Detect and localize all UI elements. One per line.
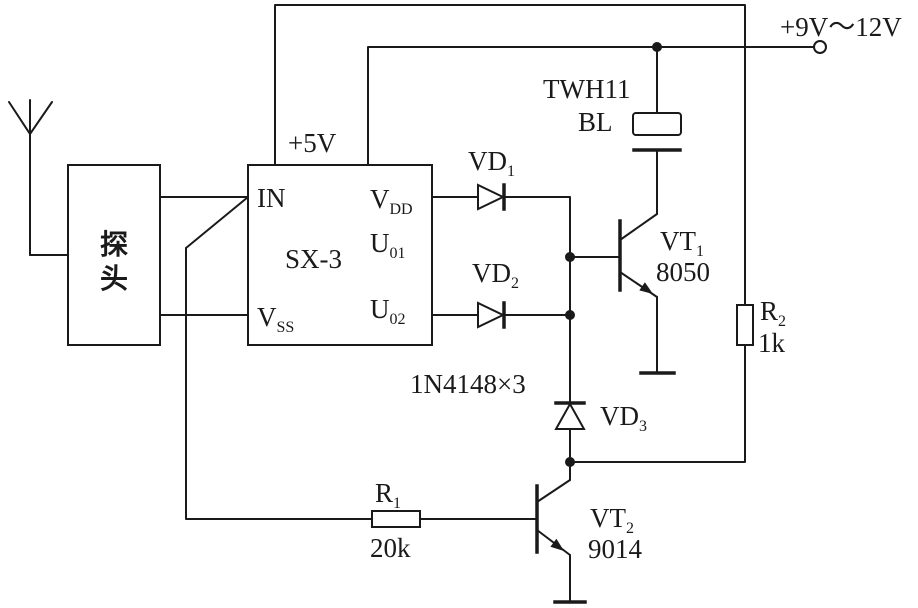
r2-ref-sub: 2: [778, 313, 786, 330]
antenna-left-arm: [8, 101, 31, 135]
transistor-vt2: [535, 461, 587, 604]
pin-vss-main: V: [257, 302, 277, 332]
wire-in-diagonal: [185, 196, 249, 249]
pin-u02-main: U: [370, 294, 390, 324]
pin-vdd-label: VDD: [370, 184, 413, 218]
ic-supply-label: +5V: [288, 128, 337, 158]
antenna-right-arm: [29, 101, 53, 135]
vd2-sub: 2: [511, 275, 519, 292]
supply-terminal: [813, 40, 827, 54]
vt2-ref-sub: 2: [626, 520, 634, 537]
r1-ref-label: R1: [375, 478, 401, 512]
wire-top-loop: [274, 4, 746, 306]
r2-ref-label: R2: [760, 296, 786, 330]
ic-name: SX-3: [285, 244, 342, 274]
vd1-diode-triangle: [477, 183, 506, 211]
pin-u02-label: U02: [370, 294, 406, 328]
vd3-diode-triangle: [554, 401, 586, 430]
vt2-ref-main: VT: [590, 503, 626, 533]
wire-vd1-to-node: [503, 196, 571, 258]
probe-label-top: 探: [100, 228, 128, 261]
vt2-collector: [536, 479, 571, 503]
pin-vdd-sub: DD: [390, 201, 413, 218]
vt2-ref-label: VT2: [590, 503, 634, 537]
pin-vdd-main: V: [370, 184, 390, 214]
resistor-r1: [371, 510, 421, 528]
transistor-vt1: [618, 213, 676, 375]
junction-vd2: [565, 310, 575, 320]
resistor-r2: [736, 304, 754, 346]
probe-label-bottom: 头: [100, 262, 128, 295]
vd3-sub: 3: [639, 418, 647, 435]
vt2-emitter: [536, 529, 571, 556]
vd3-label: VD3: [600, 401, 647, 435]
vt1-ref-sub: 1: [696, 243, 704, 260]
vd2-diode-triangle: [477, 301, 506, 329]
r1-ref-main: R: [375, 478, 393, 508]
pin-u02-sub: 02: [390, 311, 406, 328]
pin-u01-label: U01: [370, 228, 406, 262]
junction-vt1-base: [565, 252, 575, 262]
antenna: [8, 99, 69, 256]
buzzer-ref-label: BL: [578, 107, 613, 137]
vd1-main: VD: [468, 146, 507, 176]
wire-supply-rail: [367, 46, 815, 166]
wire-feedback-to-r1: [185, 247, 373, 520]
vd2-main: VD: [472, 258, 511, 288]
r2-ref-main: R: [760, 296, 778, 326]
wire-node-to-r2: [569, 344, 746, 463]
r1-ref-sub: 1: [393, 495, 401, 512]
vt1-emitter-arrow: [639, 282, 653, 294]
r2-value-label: 1k: [758, 328, 786, 358]
vt1-ref-main: VT: [660, 226, 696, 256]
buzzer-model-label: TWH11: [543, 74, 630, 104]
r1-value-label: 20k: [370, 533, 411, 563]
pin-u01-main: U: [370, 228, 390, 258]
buzzer-body: [632, 112, 682, 136]
vt1-model-label: 8050: [656, 257, 710, 287]
pin-vss-sub: SS: [277, 319, 295, 336]
vd1-label: VD1: [468, 146, 515, 180]
vd2-label: VD2: [472, 258, 519, 292]
supply-label: +9V～12V: [780, 12, 902, 42]
vt1-ref-label: VT1: [660, 226, 704, 260]
vt2-emitter-arrow: [550, 538, 564, 551]
vd3-main: VD: [600, 401, 639, 431]
ic-sx3-box: [247, 164, 433, 346]
diode-type-note: 1N4148×3: [410, 369, 526, 399]
pin-vss-label: VSS: [257, 302, 294, 336]
vt2-model-label: 9014: [588, 534, 643, 564]
probe-box: [67, 164, 161, 346]
pin-in-label: IN: [257, 183, 286, 213]
pin-u01-sub: 01: [390, 245, 406, 262]
vd1-sub: 1: [507, 163, 515, 180]
vt1-collector: [619, 213, 658, 241]
